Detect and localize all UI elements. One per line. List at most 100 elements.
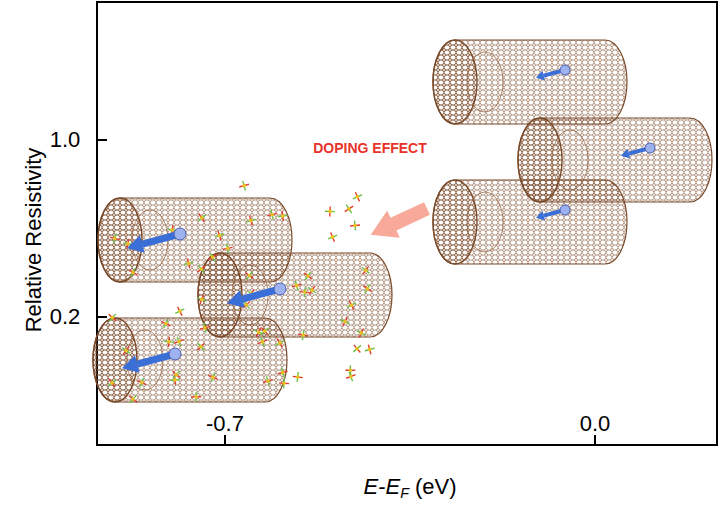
dopant-atom — [186, 261, 190, 265]
tick-mark — [97, 139, 107, 141]
tick-label: 0.2 — [50, 306, 81, 328]
dopant-atom — [139, 380, 144, 385]
dopant-atom — [281, 370, 285, 374]
dopant-molecule — [195, 211, 209, 225]
dopant-atom — [226, 246, 230, 250]
dopant-molecule — [159, 317, 172, 330]
dopant-molecule — [206, 250, 220, 264]
dopant-atom — [126, 242, 130, 246]
dopant-molecule — [169, 374, 180, 385]
dopant-molecule — [194, 262, 208, 276]
dopant-atom — [343, 319, 348, 324]
dopant-atom — [367, 347, 371, 351]
dopant-atom — [110, 315, 115, 320]
dopant-molecule — [345, 298, 358, 311]
dopant-atom — [199, 267, 204, 272]
dopant-molecule — [194, 340, 208, 354]
dopant-molecule — [163, 336, 174, 347]
dopant-atom — [305, 273, 310, 278]
dopant-atom — [260, 339, 265, 344]
dopant-molecule — [350, 220, 361, 231]
dopant-atom — [262, 329, 267, 334]
nanotube — [93, 318, 287, 402]
dopant-molecule — [238, 179, 250, 191]
nanotube-end — [433, 180, 477, 264]
nanotube-inner-wall — [467, 192, 503, 252]
dopant-atom — [281, 214, 285, 218]
nanotube-body — [433, 180, 627, 264]
dopant-atom — [130, 397, 135, 402]
dopant-atom — [170, 228, 174, 232]
arrow-head — [536, 211, 545, 221]
electron — [274, 283, 286, 295]
dopant-molecule — [258, 324, 272, 338]
dopant-molecule — [364, 343, 376, 355]
dopant-atom — [282, 381, 286, 385]
electron — [169, 348, 181, 360]
dopant-atom — [270, 212, 274, 216]
nanotube-end — [433, 40, 477, 124]
dopant-molecule — [213, 229, 226, 242]
dopant-atom — [124, 348, 129, 353]
dopant-atom — [244, 302, 249, 307]
dopant-atom — [247, 273, 252, 278]
dopant-atom — [177, 309, 182, 314]
dopant-molecule — [199, 322, 211, 334]
dopant-molecule — [355, 326, 368, 339]
electron — [645, 143, 655, 153]
dopant-molecule — [292, 371, 303, 382]
arrow-head — [621, 149, 630, 159]
dopant-molecule — [301, 269, 315, 283]
dopant-atom — [346, 206, 351, 211]
dopant-molecule — [183, 257, 195, 269]
dopant-atom — [113, 236, 117, 240]
annotation: DOPING EFFECT — [313, 141, 427, 155]
dopant-molecule — [119, 343, 133, 357]
dopant-atom — [163, 321, 168, 326]
nanotube-group — [93, 40, 712, 402]
tick-mark — [224, 435, 226, 445]
dopant-atom — [330, 235, 335, 240]
dopant-atom — [256, 330, 261, 335]
dopant-molecule — [191, 392, 201, 402]
dopant-molecule — [262, 375, 274, 387]
dopant-molecule — [206, 371, 219, 384]
dopant-atom — [310, 288, 315, 293]
dopant-atom — [249, 218, 253, 222]
dopant-atom — [266, 379, 270, 383]
dopant-atom — [328, 210, 332, 214]
nanotube — [433, 40, 627, 124]
dopant-molecule — [109, 232, 121, 244]
dopant-molecule — [350, 342, 364, 356]
electron-group — [122, 65, 655, 373]
dopant-molecule — [195, 293, 208, 306]
dopant-atom — [199, 215, 204, 220]
axis-title: E-EF (eV) — [363, 476, 456, 501]
electron-arrow — [122, 348, 181, 373]
dopant-atom — [174, 372, 179, 377]
tick-label: -0.7 — [206, 413, 244, 435]
arrow-head — [122, 355, 140, 372]
dopant-atom — [353, 223, 357, 227]
nanotube-body — [433, 40, 627, 124]
dopant-atom — [363, 268, 368, 273]
tick-mark — [97, 316, 107, 318]
dopant-atom — [349, 368, 353, 372]
dopant-molecule — [222, 243, 234, 255]
dopant-group — [105, 179, 376, 406]
dopant-molecule — [344, 370, 357, 383]
dopant-molecule — [105, 311, 119, 325]
electron — [174, 228, 186, 240]
dopant-atom — [355, 346, 360, 351]
dopant-molecule — [279, 378, 290, 389]
axis-title: Relative Resistivity — [23, 148, 45, 333]
electron — [560, 65, 570, 75]
dopant-molecule — [299, 287, 310, 298]
dopant-atom — [199, 297, 204, 302]
tick-mark — [594, 435, 596, 445]
arrow-head — [227, 290, 245, 307]
dopant-molecule — [105, 376, 119, 390]
doping-arrow-shape — [364, 195, 433, 248]
dopant-atom — [296, 375, 300, 379]
